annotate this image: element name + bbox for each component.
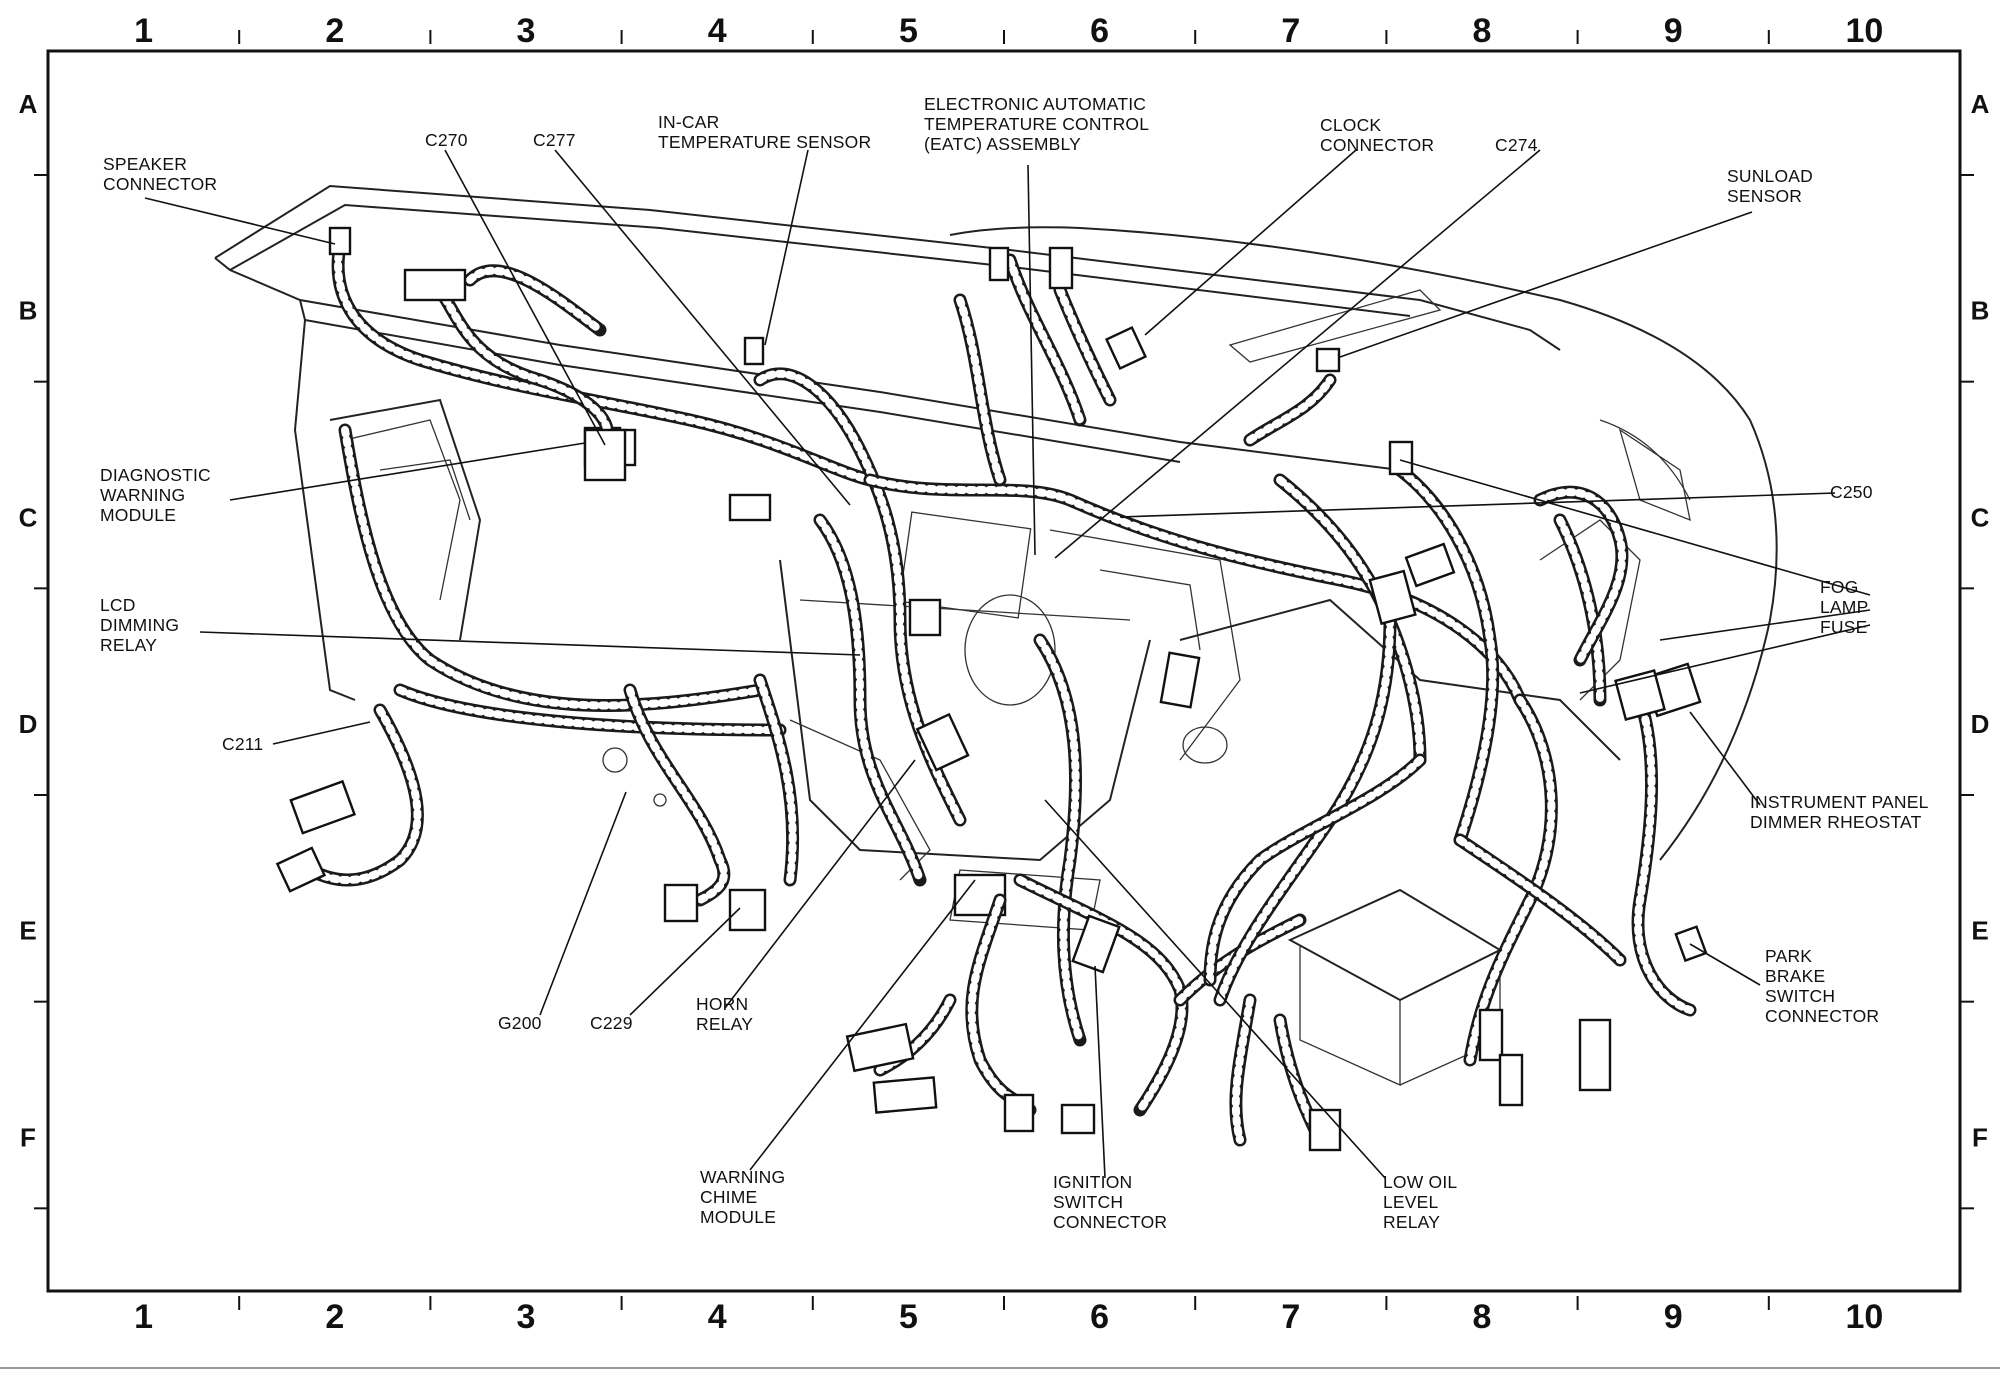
label-g200: G200 xyxy=(498,1013,542,1033)
harness-bundle-tape xyxy=(1006,256,1084,424)
harness-bundle-tape xyxy=(956,296,1004,484)
grid-column-labels-bottom: 1 2 3 4 5 6 7 8 9 10 xyxy=(134,1296,1883,1336)
grid-row-label-left: D xyxy=(19,709,38,739)
diagram-frame xyxy=(46,49,1962,1293)
label-low-oil-level-relay: LOW OIL LEVEL RELAY xyxy=(1383,1172,1462,1232)
label-in-car-temperature-sensor: IN-CAR TEMPERATURE SENSOR xyxy=(658,112,871,152)
harness-bundle-tape xyxy=(816,516,924,884)
harness-bundle-tape xyxy=(1456,836,1624,964)
grid-row-label-left: B xyxy=(19,296,38,326)
grid-col-label-bottom: 9 xyxy=(1664,1298,1683,1336)
harness-bundle-tape xyxy=(1466,696,1556,1064)
grid-row-label-left: F xyxy=(20,1122,36,1152)
harness-bundle-tape xyxy=(967,896,1034,1114)
grid-col-label-bottom: 1 xyxy=(134,1298,153,1336)
grid-column-labels-top: 1 2 3 4 5 6 7 8 9 10 xyxy=(134,12,1883,50)
grid-row-label-left: C xyxy=(19,502,38,532)
harness-bundle xyxy=(965,893,1037,1117)
harness-bundle xyxy=(463,264,607,337)
grid-row-labels-left: A B C D E F xyxy=(19,89,48,1210)
harness-bundle-tape xyxy=(396,686,784,734)
harness-bundle-tape xyxy=(341,426,764,710)
grid-col-label-bottom: 3 xyxy=(517,1298,536,1336)
connector-glyphs xyxy=(275,226,1708,1152)
callout-labels: SPEAKER CONNECTOR C270 C277 IN-CAR TEMPE… xyxy=(100,94,1933,1232)
grid-col-label-top: 2 xyxy=(325,12,344,50)
grid-col-label-bottom: 7 xyxy=(1281,1298,1300,1336)
harness-bundle-tape xyxy=(306,706,422,884)
harness-bundle-tape xyxy=(1206,756,1424,984)
grid-row-labels-right: A B C D E F xyxy=(1960,89,1990,1210)
leader-lines xyxy=(144,149,1871,1179)
grid-col-label-top: 1 xyxy=(134,12,153,50)
wiring-harness xyxy=(303,238,1697,1147)
harness-bundle-tape xyxy=(756,676,797,884)
label-eatc-assembly: ELECTRONIC AUTOMATIC TEMPERATURE CONTROL… xyxy=(924,94,1154,154)
label-c250: C250 xyxy=(1830,482,1873,502)
label-clock-connector: CLOCK CONNECTOR xyxy=(1320,115,1434,155)
label-c211: C211 xyxy=(222,734,263,754)
harness-bundle-tape xyxy=(1556,516,1604,704)
harness-bundle-tape xyxy=(1036,636,1084,1044)
harness-bundle-tape xyxy=(436,286,612,454)
label-speaker-connector: SPEAKER CONNECTOR xyxy=(103,154,217,194)
label-c229: C229 xyxy=(590,1013,633,1033)
grid-col-label-bottom: 5 xyxy=(899,1298,918,1336)
harness-bundle-tape xyxy=(626,686,728,904)
grid-row-label-right: C xyxy=(1971,502,1990,532)
label-c277: C277 xyxy=(533,130,576,150)
label-c274: C274 xyxy=(1495,135,1538,155)
grid-col-label-top: 9 xyxy=(1664,12,1683,50)
harness-bundle-tape xyxy=(1396,466,1497,844)
label-diagnostic-warning-module: DIAGNOSTIC WARNING MODULE xyxy=(100,465,216,525)
grid-col-label-bottom: 8 xyxy=(1473,1298,1492,1336)
harness-bundle-tape xyxy=(1016,876,1186,1114)
grid-row-label-right: D xyxy=(1971,709,1990,739)
label-c270: C270 xyxy=(425,130,468,150)
label-fog-lamp-fuse: FOG LAMP FUSE xyxy=(1820,577,1873,637)
harness-bundle-tape xyxy=(1536,488,1626,664)
grid-row-label-left: E xyxy=(19,916,36,946)
harness-bundle-tape xyxy=(876,996,954,1074)
grid-col-label-top: 5 xyxy=(899,12,918,50)
label-warning-chime-module: WARNING CHIME MODULE xyxy=(700,1167,790,1227)
harness-bundle-tape xyxy=(466,266,604,334)
grid-col-label-bottom: 4 xyxy=(708,1298,727,1336)
harness-bundle-tape xyxy=(1634,696,1694,1014)
grid-col-label-top: 8 xyxy=(1473,12,1492,50)
grid-row-label-right: F xyxy=(1972,1122,1988,1152)
grid-row-label-right: A xyxy=(1971,89,1990,119)
grid-col-label-top: 7 xyxy=(1281,12,1300,50)
grid-col-label-bottom: 6 xyxy=(1090,1298,1109,1336)
label-sunload-sensor: SUNLOAD SENSOR xyxy=(1727,166,1818,206)
grid-row-label-right: B xyxy=(1971,296,1990,326)
grid-col-label-top: 10 xyxy=(1845,12,1883,50)
grid-row-label-left: A xyxy=(19,89,38,119)
label-lcd-dimming-relay: LCD DIMMING RELAY xyxy=(100,595,184,655)
instrument-panel-illustration xyxy=(214,184,1778,1087)
grid-col-label-top: 4 xyxy=(708,12,727,50)
label-park-brake-switch-connector: PARK BRAKE SWITCH CONNECTOR xyxy=(1765,946,1879,1026)
harness-bundle-tape xyxy=(1231,996,1254,1144)
harness-bundle-tape xyxy=(866,476,1524,704)
label-ignition-switch-connector: IGNITION SWITCH CONNECTOR xyxy=(1053,1172,1167,1232)
grid-row-label-right: E xyxy=(1971,916,1988,946)
harness-bundle-tape xyxy=(1216,616,1394,1004)
grid-col-label-bottom: 2 xyxy=(325,1298,344,1336)
label-instrument-panel-dimmer-rheostat: INSTRUMENT PANEL DIMMER RHEOSTAT xyxy=(1750,792,1933,832)
grid-col-label-top: 3 xyxy=(517,12,536,50)
grid-col-label-bottom: 10 xyxy=(1845,1298,1883,1336)
grid-col-label-top: 6 xyxy=(1090,12,1109,50)
harness-bundle-tape xyxy=(1246,376,1334,444)
label-horn-relay: HORN RELAY xyxy=(696,994,753,1034)
harness-bundle-tape xyxy=(1056,286,1114,404)
